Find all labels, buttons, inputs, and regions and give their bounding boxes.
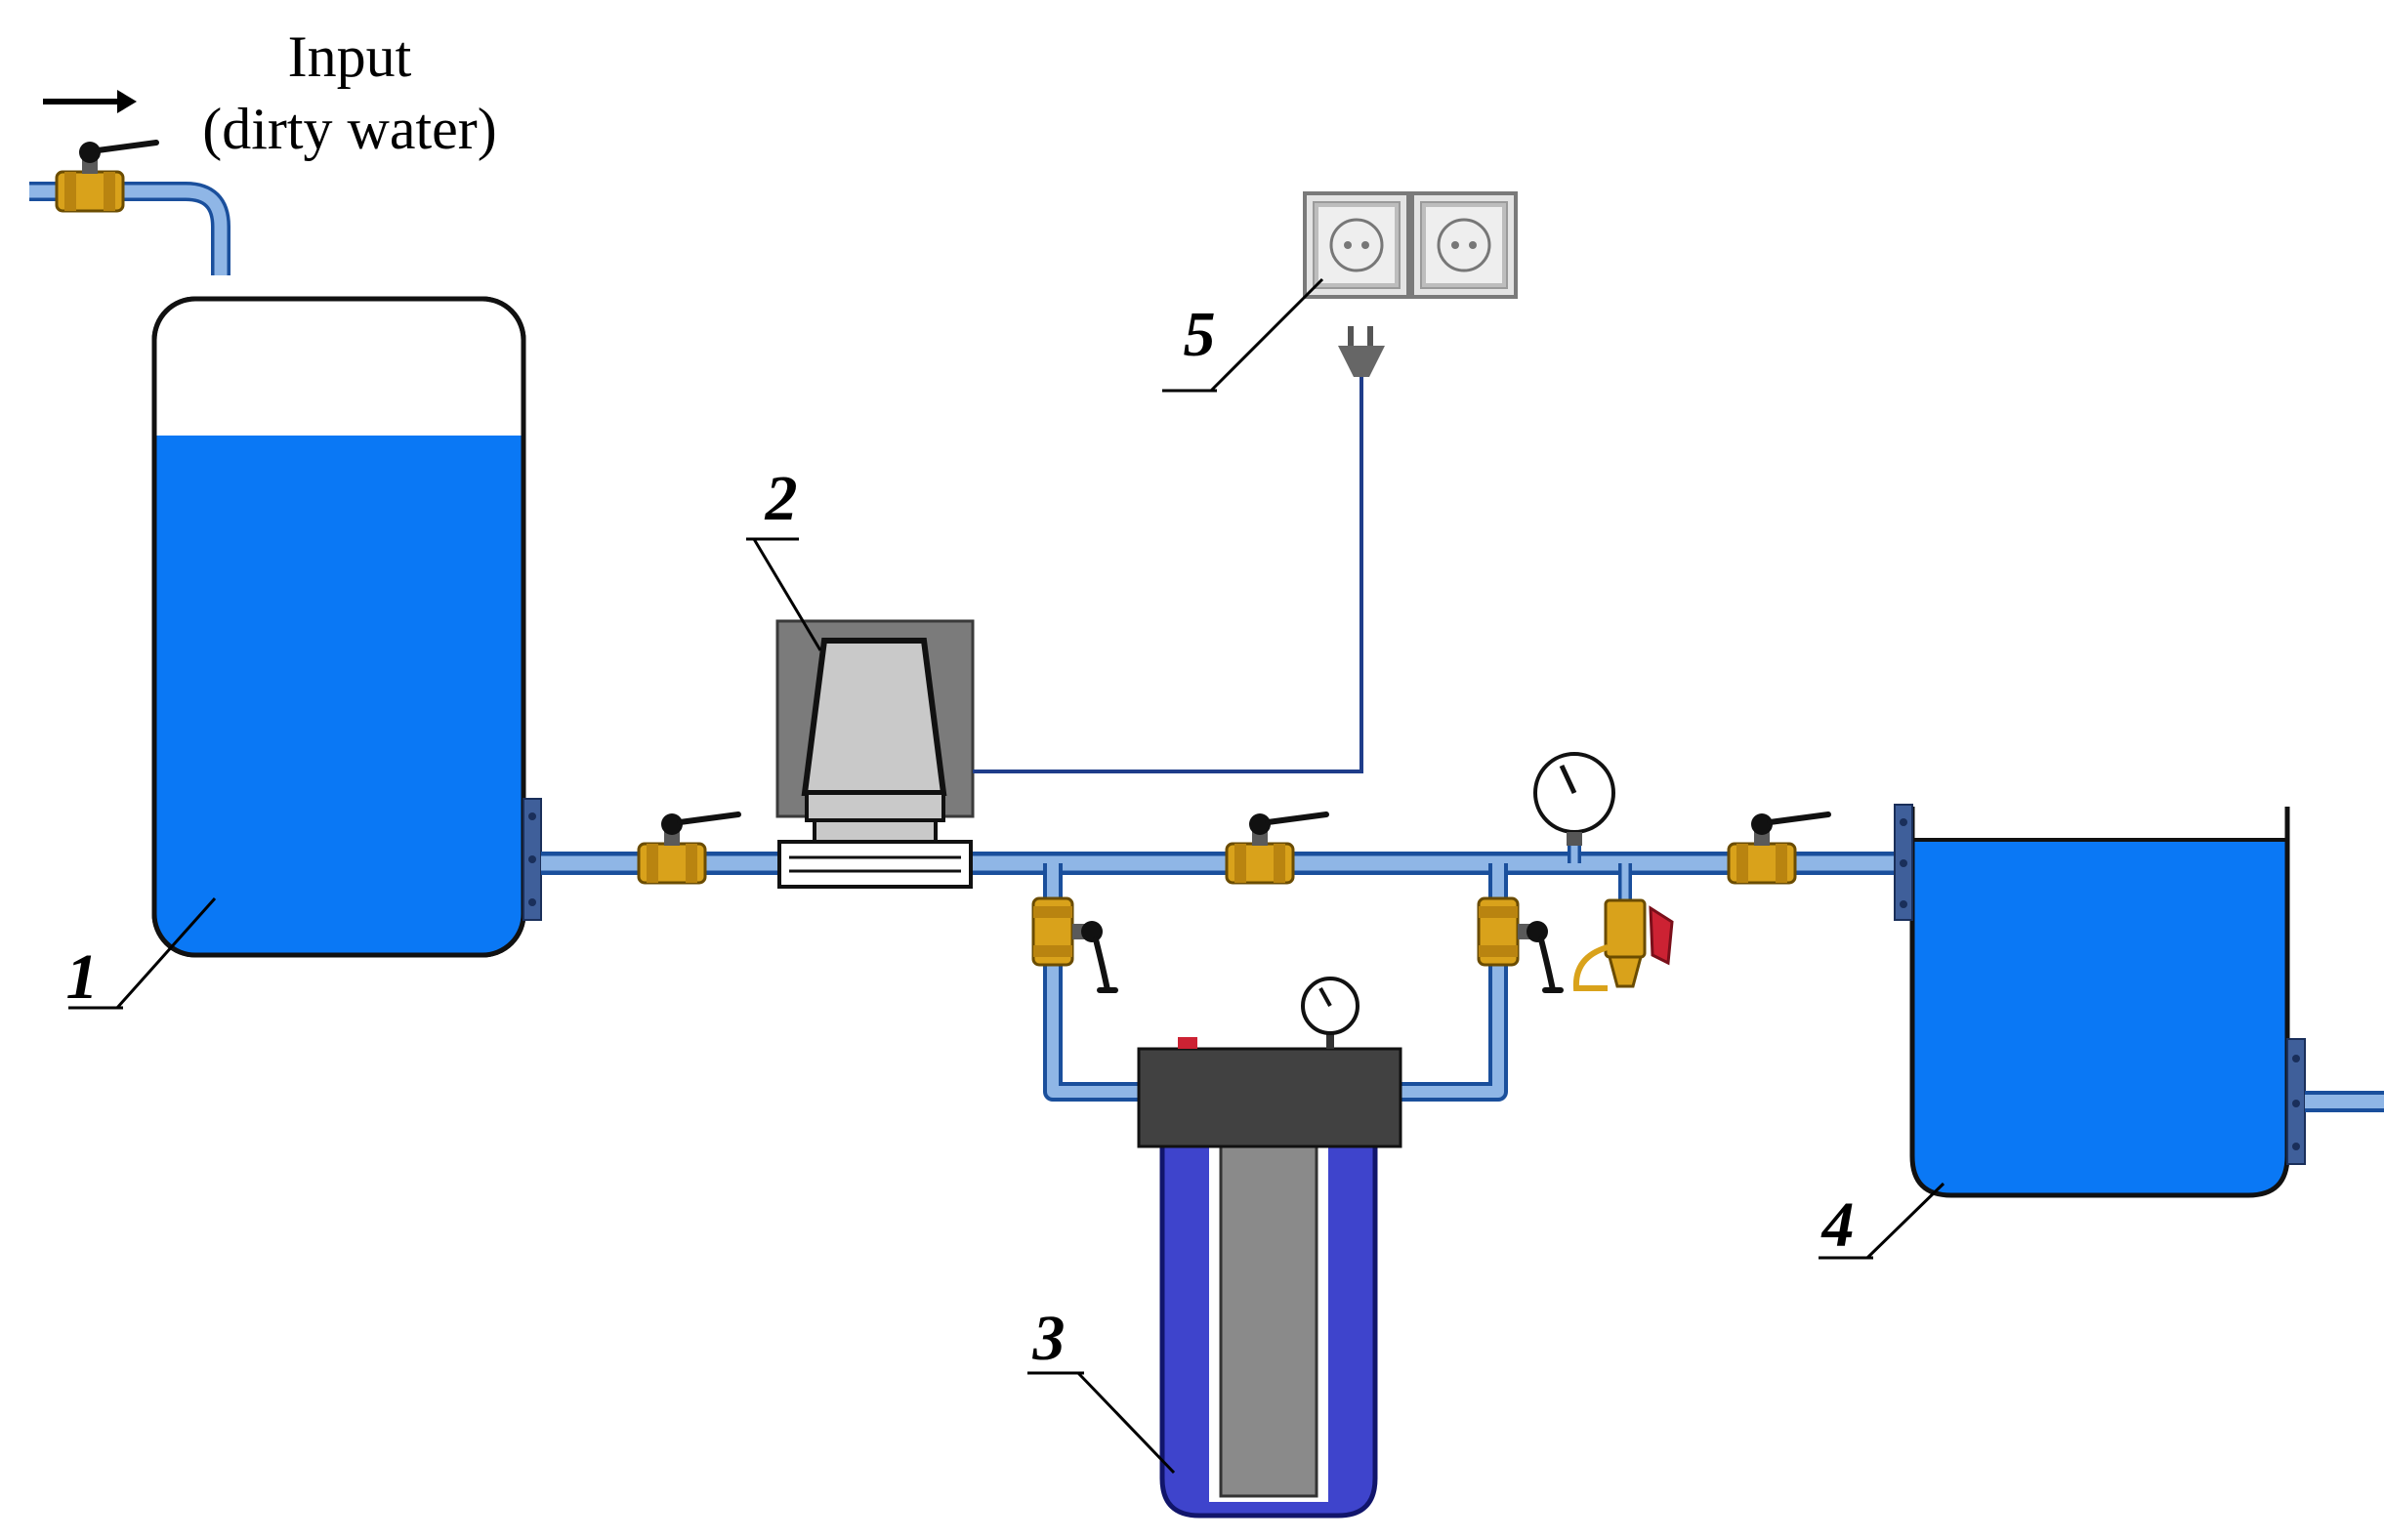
label-tank1: 1 [66, 941, 99, 1013]
pump [775, 619, 975, 889]
power-socket-icon[interactable] [1410, 191, 1518, 299]
power-plug-icon [1338, 326, 1385, 377]
input-section: Input (dirty water) [29, 24, 497, 275]
source-tank-water [156, 436, 522, 953]
clean-water-tank-water [1914, 840, 2285, 1193]
label-tank2: 4 [1820, 1189, 1855, 1261]
input-label-line2: (dirty water) [202, 97, 497, 161]
callouts: 1 2 3 4 5 [66, 277, 1945, 1475]
power-sockets [1303, 191, 1518, 299]
pressure-gauge-icon [1535, 754, 1613, 846]
source-tank [151, 296, 542, 958]
water-filter [1137, 977, 1402, 1519]
label-sockets: 5 [1184, 299, 1216, 370]
flow-arrow-icon [43, 90, 137, 113]
label-filter: 3 [1032, 1303, 1066, 1374]
power-cable [973, 377, 1363, 773]
clean-water-tank [1894, 804, 2384, 1198]
relief-valve-icon[interactable] [1572, 898, 1674, 991]
label-pump: 2 [765, 463, 798, 534]
input-label-line1: Input [288, 24, 412, 89]
